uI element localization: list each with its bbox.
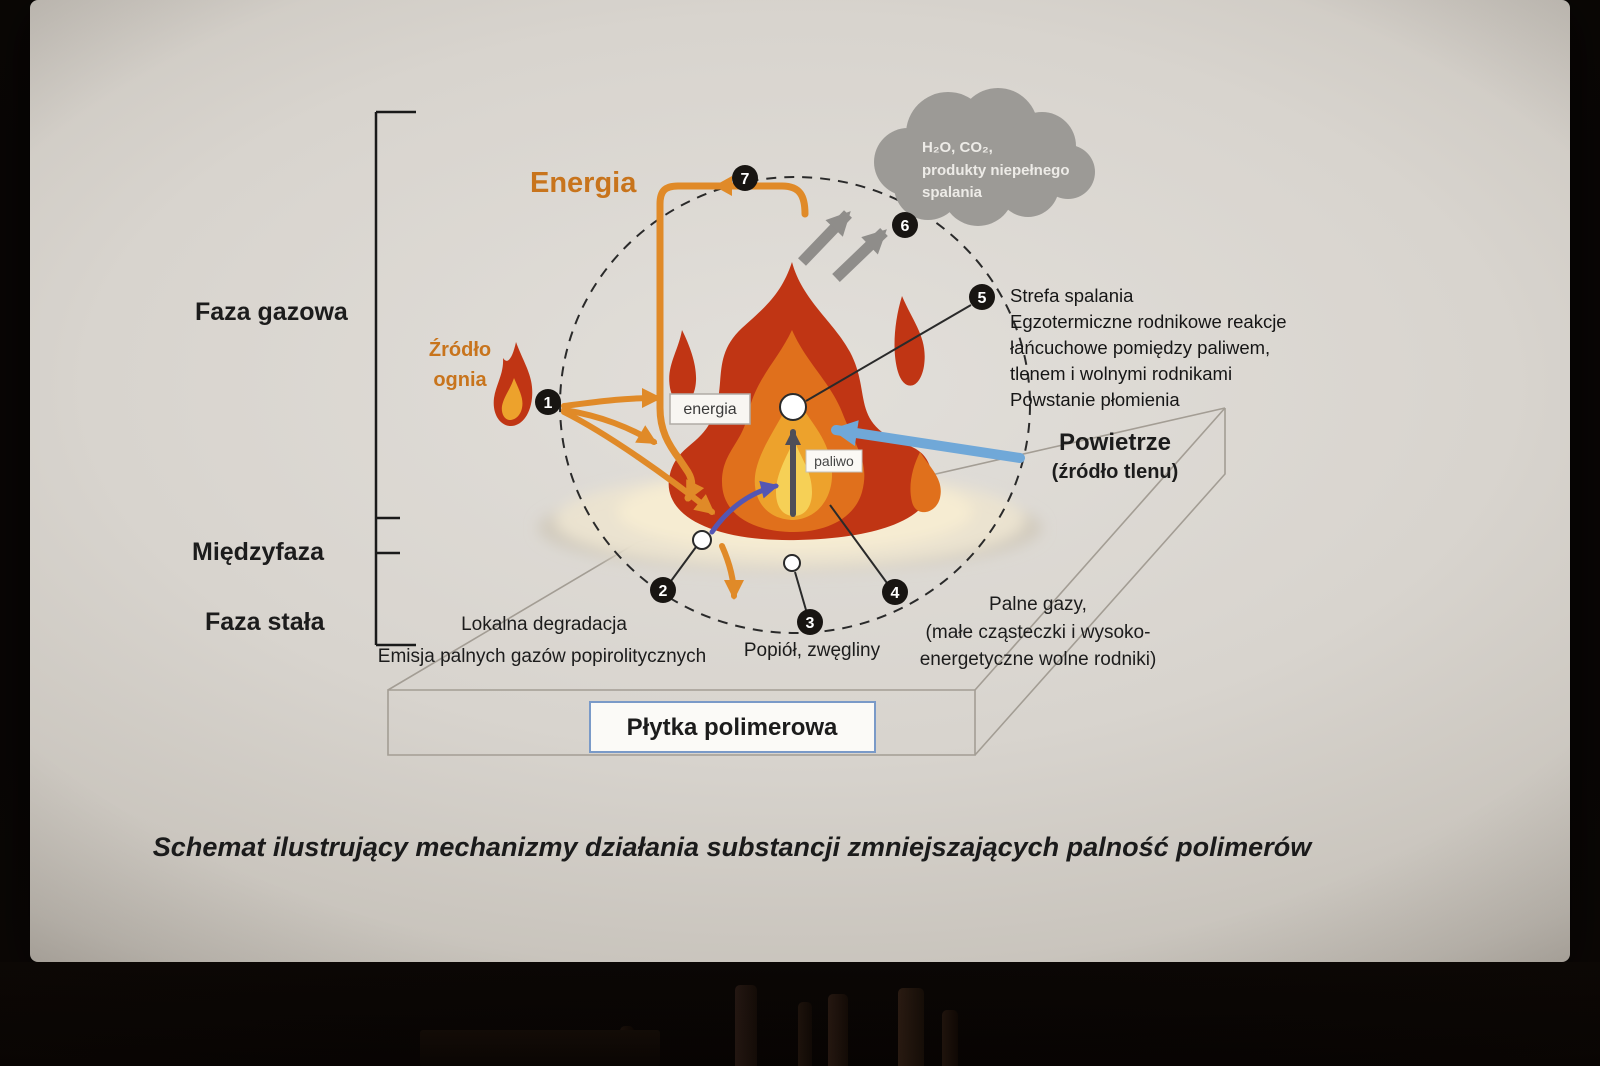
badge-6: 6: [892, 212, 918, 238]
node-flame-center: [779, 393, 807, 421]
combustion-zone-line5: Powstanie płomienia: [1010, 389, 1180, 410]
badge-2-number: 2: [659, 583, 668, 600]
badge-2: 2: [650, 577, 676, 603]
badge-1: 1: [535, 389, 561, 415]
badge-5-number: 5: [978, 290, 987, 307]
badge-3-number: 3: [806, 615, 815, 632]
node-surface-left: [692, 530, 712, 550]
flammable-gases-text: Palne gazy, (małe cząsteczki i wysoko- e…: [920, 594, 1157, 670]
badge-5: 5: [969, 284, 995, 310]
flammable-gases-line3: energetyczne wolne rodniki): [920, 649, 1157, 670]
connector-3: [794, 571, 807, 611]
phase-inter-label: Międzyfaza: [192, 538, 325, 566]
combustion-zone-line2: Egzotermiczne rodnikowe reakcje: [1010, 311, 1287, 332]
exhaust-arrow-2: [832, 228, 888, 282]
combustion-zone-text: Strefa spalania Egzotermiczne rodnikowe …: [1010, 285, 1287, 410]
badge-7-number: 7: [741, 171, 750, 188]
flammable-gases-line1: Palne gazy,: [989, 594, 1087, 615]
badge-1-number: 1: [544, 395, 553, 412]
slide-diagram: H₂O, CO₂, produkty niepełnego spalania: [153, 88, 1313, 862]
combustion-zone-line4: tlenem i wolnymi rodnikami: [1010, 363, 1232, 384]
badge-4: 4: [882, 579, 908, 605]
phase-bracket: [374, 110, 416, 647]
cloud-text-2: produkty niepełnego: [922, 162, 1070, 179]
ignition-flame-icon: [493, 342, 533, 426]
node-surface-center: [783, 554, 801, 572]
badge-7: 7: [732, 165, 758, 191]
cloud-text-3: spalania: [922, 184, 983, 201]
ash-label: Popiół, zwęgliny: [744, 640, 881, 661]
bottle-silhouette: [420, 1030, 660, 1066]
bottle-silhouette: [735, 985, 757, 1066]
phase-gas-label: Faza gazowa: [195, 298, 349, 326]
bottle-silhouette: [942, 1010, 958, 1066]
phase-solid-label: Faza stała: [205, 608, 326, 636]
energy-title: Energia: [530, 167, 637, 199]
projection-screen: H₂O, CO₂, produkty niepełnego spalania: [30, 0, 1570, 962]
badge-4-number: 4: [891, 585, 900, 602]
exhaust-arrow-1: [798, 210, 852, 266]
cloud-text-1: H₂O, CO₂,: [922, 139, 993, 156]
local-degradation-line1: Lokalna degradacja: [461, 614, 627, 635]
bottle-silhouette: [828, 994, 848, 1066]
inner-label-energy: energia: [669, 393, 751, 425]
flammable-gases-line2: (małe cząsteczki i wysoko-: [926, 622, 1151, 643]
ignition-arrow-upper: [561, 388, 662, 409]
combustion-zone-line3: łańcuchowe pomiędzy paliwem,: [1010, 337, 1270, 358]
fuel-label-text: paliwo: [814, 453, 854, 469]
plate-label: Płytka polimerowa: [589, 701, 876, 753]
energy-loop-mid-arrowhead: [714, 176, 732, 196]
air-label-2: (źródło tlenu): [1052, 461, 1179, 483]
slide-caption: Schemat ilustrujący mechanizmy działania…: [153, 832, 1313, 862]
energy-label-text: energia: [683, 401, 736, 418]
ignition-source-label-1: Źródło: [429, 338, 491, 361]
local-degradation-line2: Emisja palnych gazów popirolitycznych: [378, 646, 706, 667]
bottle-silhouette: [898, 988, 924, 1066]
bottle-silhouette: [798, 1002, 812, 1066]
air-label-1: Powietrze: [1059, 429, 1171, 456]
inner-label-fuel: paliwo: [805, 449, 863, 473]
exhaust-arrows: [798, 210, 888, 282]
badge-6-number: 6: [901, 218, 910, 235]
combustion-zone-line1: Strefa spalania: [1010, 285, 1134, 306]
ignition-source-label-2: ognia: [433, 369, 487, 391]
plate-label-text: Płytka polimerowa: [627, 714, 838, 741]
badge-3: 3: [797, 609, 823, 635]
flame-tongue-left: [669, 330, 697, 405]
smoke-cloud: H₂O, CO₂, produkty niepełnego spalania: [874, 88, 1095, 226]
